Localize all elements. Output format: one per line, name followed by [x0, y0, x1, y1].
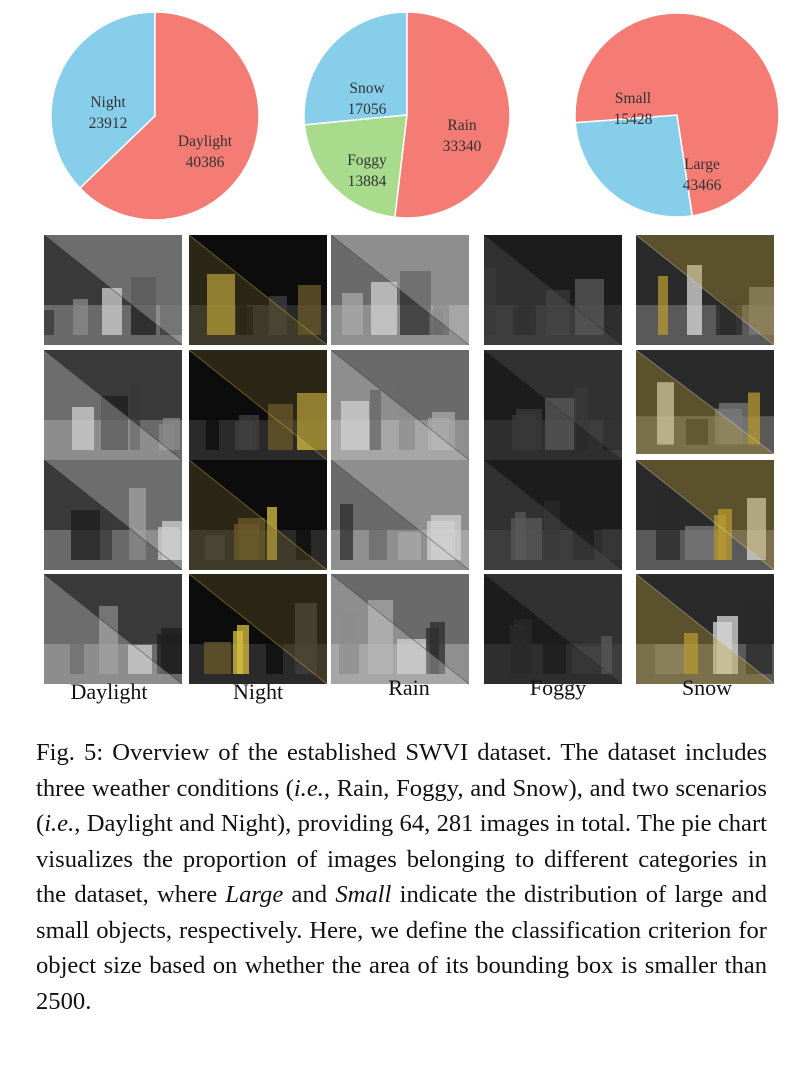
sample-image [189, 460, 327, 570]
pie-label-night: Night [90, 94, 126, 111]
pie-slice-large [574, 12, 780, 217]
pie-label-small: Small [615, 90, 651, 107]
caption-text: and [283, 881, 336, 908]
caption-text: , Rain, Foggy, and Snow), and two scenar… [36, 774, 767, 838]
pie-value-rain: 33340 [443, 138, 482, 155]
column-label-night: Night [232, 679, 284, 704]
pie-value-night: 23912 [89, 115, 128, 132]
caption-ie: i.e. [44, 810, 75, 837]
pie-slice-small [574, 114, 694, 218]
sample-image [189, 574, 327, 684]
pie-slice-snow [303, 11, 408, 126]
pie-value-large: 43466 [683, 177, 722, 194]
pie-value-foggy: 13884 [348, 173, 387, 190]
caption-small: Small [335, 881, 392, 908]
column-label-rain: Rain [388, 675, 430, 700]
column-label-foggy: Foggy [529, 675, 587, 700]
sample-image-grid [44, 235, 778, 685]
pie-slice-foggy [303, 114, 408, 219]
pie-value-small: 15428 [614, 111, 653, 128]
sample-image [331, 350, 469, 460]
caption-text: , Daylight and Night), providing 64, 281… [36, 810, 767, 908]
sample-image [44, 460, 182, 570]
column-label-snow: Snow [681, 675, 733, 700]
pie-label-daylight: Daylight [178, 133, 233, 150]
sample-image [189, 235, 327, 345]
sample-image [331, 460, 469, 570]
sample-image [44, 350, 182, 460]
pie-value-snow: 17056 [348, 101, 387, 118]
pie-slice-rain [394, 11, 511, 219]
sample-image [484, 350, 622, 460]
pie-slice-night [50, 11, 156, 190]
sample-image [636, 350, 774, 454]
sample-image [636, 235, 774, 345]
sample-image [331, 574, 469, 684]
sample-image [484, 460, 622, 570]
column-label-daylight: Daylight [70, 679, 148, 704]
pie-label-large: Large [684, 156, 720, 173]
sample-image [636, 460, 774, 570]
sample-image [484, 574, 622, 684]
caption-text: indicate the distribution of large and s… [36, 881, 767, 1015]
pie-value-daylight: 40386 [186, 154, 225, 171]
figure-caption: Fig. 5: Overview of the established SWVI… [36, 735, 767, 1019]
sample-image [189, 350, 327, 460]
pie-slice-daylight [78, 11, 260, 221]
pie-label-rain: Rain [447, 117, 477, 134]
sample-image [484, 235, 622, 345]
caption-large: Large [225, 881, 284, 908]
sample-image [44, 235, 182, 345]
sample-image [636, 574, 774, 684]
sample-image [44, 574, 182, 684]
sample-image [331, 235, 469, 345]
pie-label-foggy: Foggy [347, 152, 387, 169]
pie-label-snow: Snow [349, 80, 385, 97]
caption-ie: i.e. [293, 774, 324, 802]
caption-text: Fig. 5: Overview of the established SWVI… [36, 739, 767, 802]
